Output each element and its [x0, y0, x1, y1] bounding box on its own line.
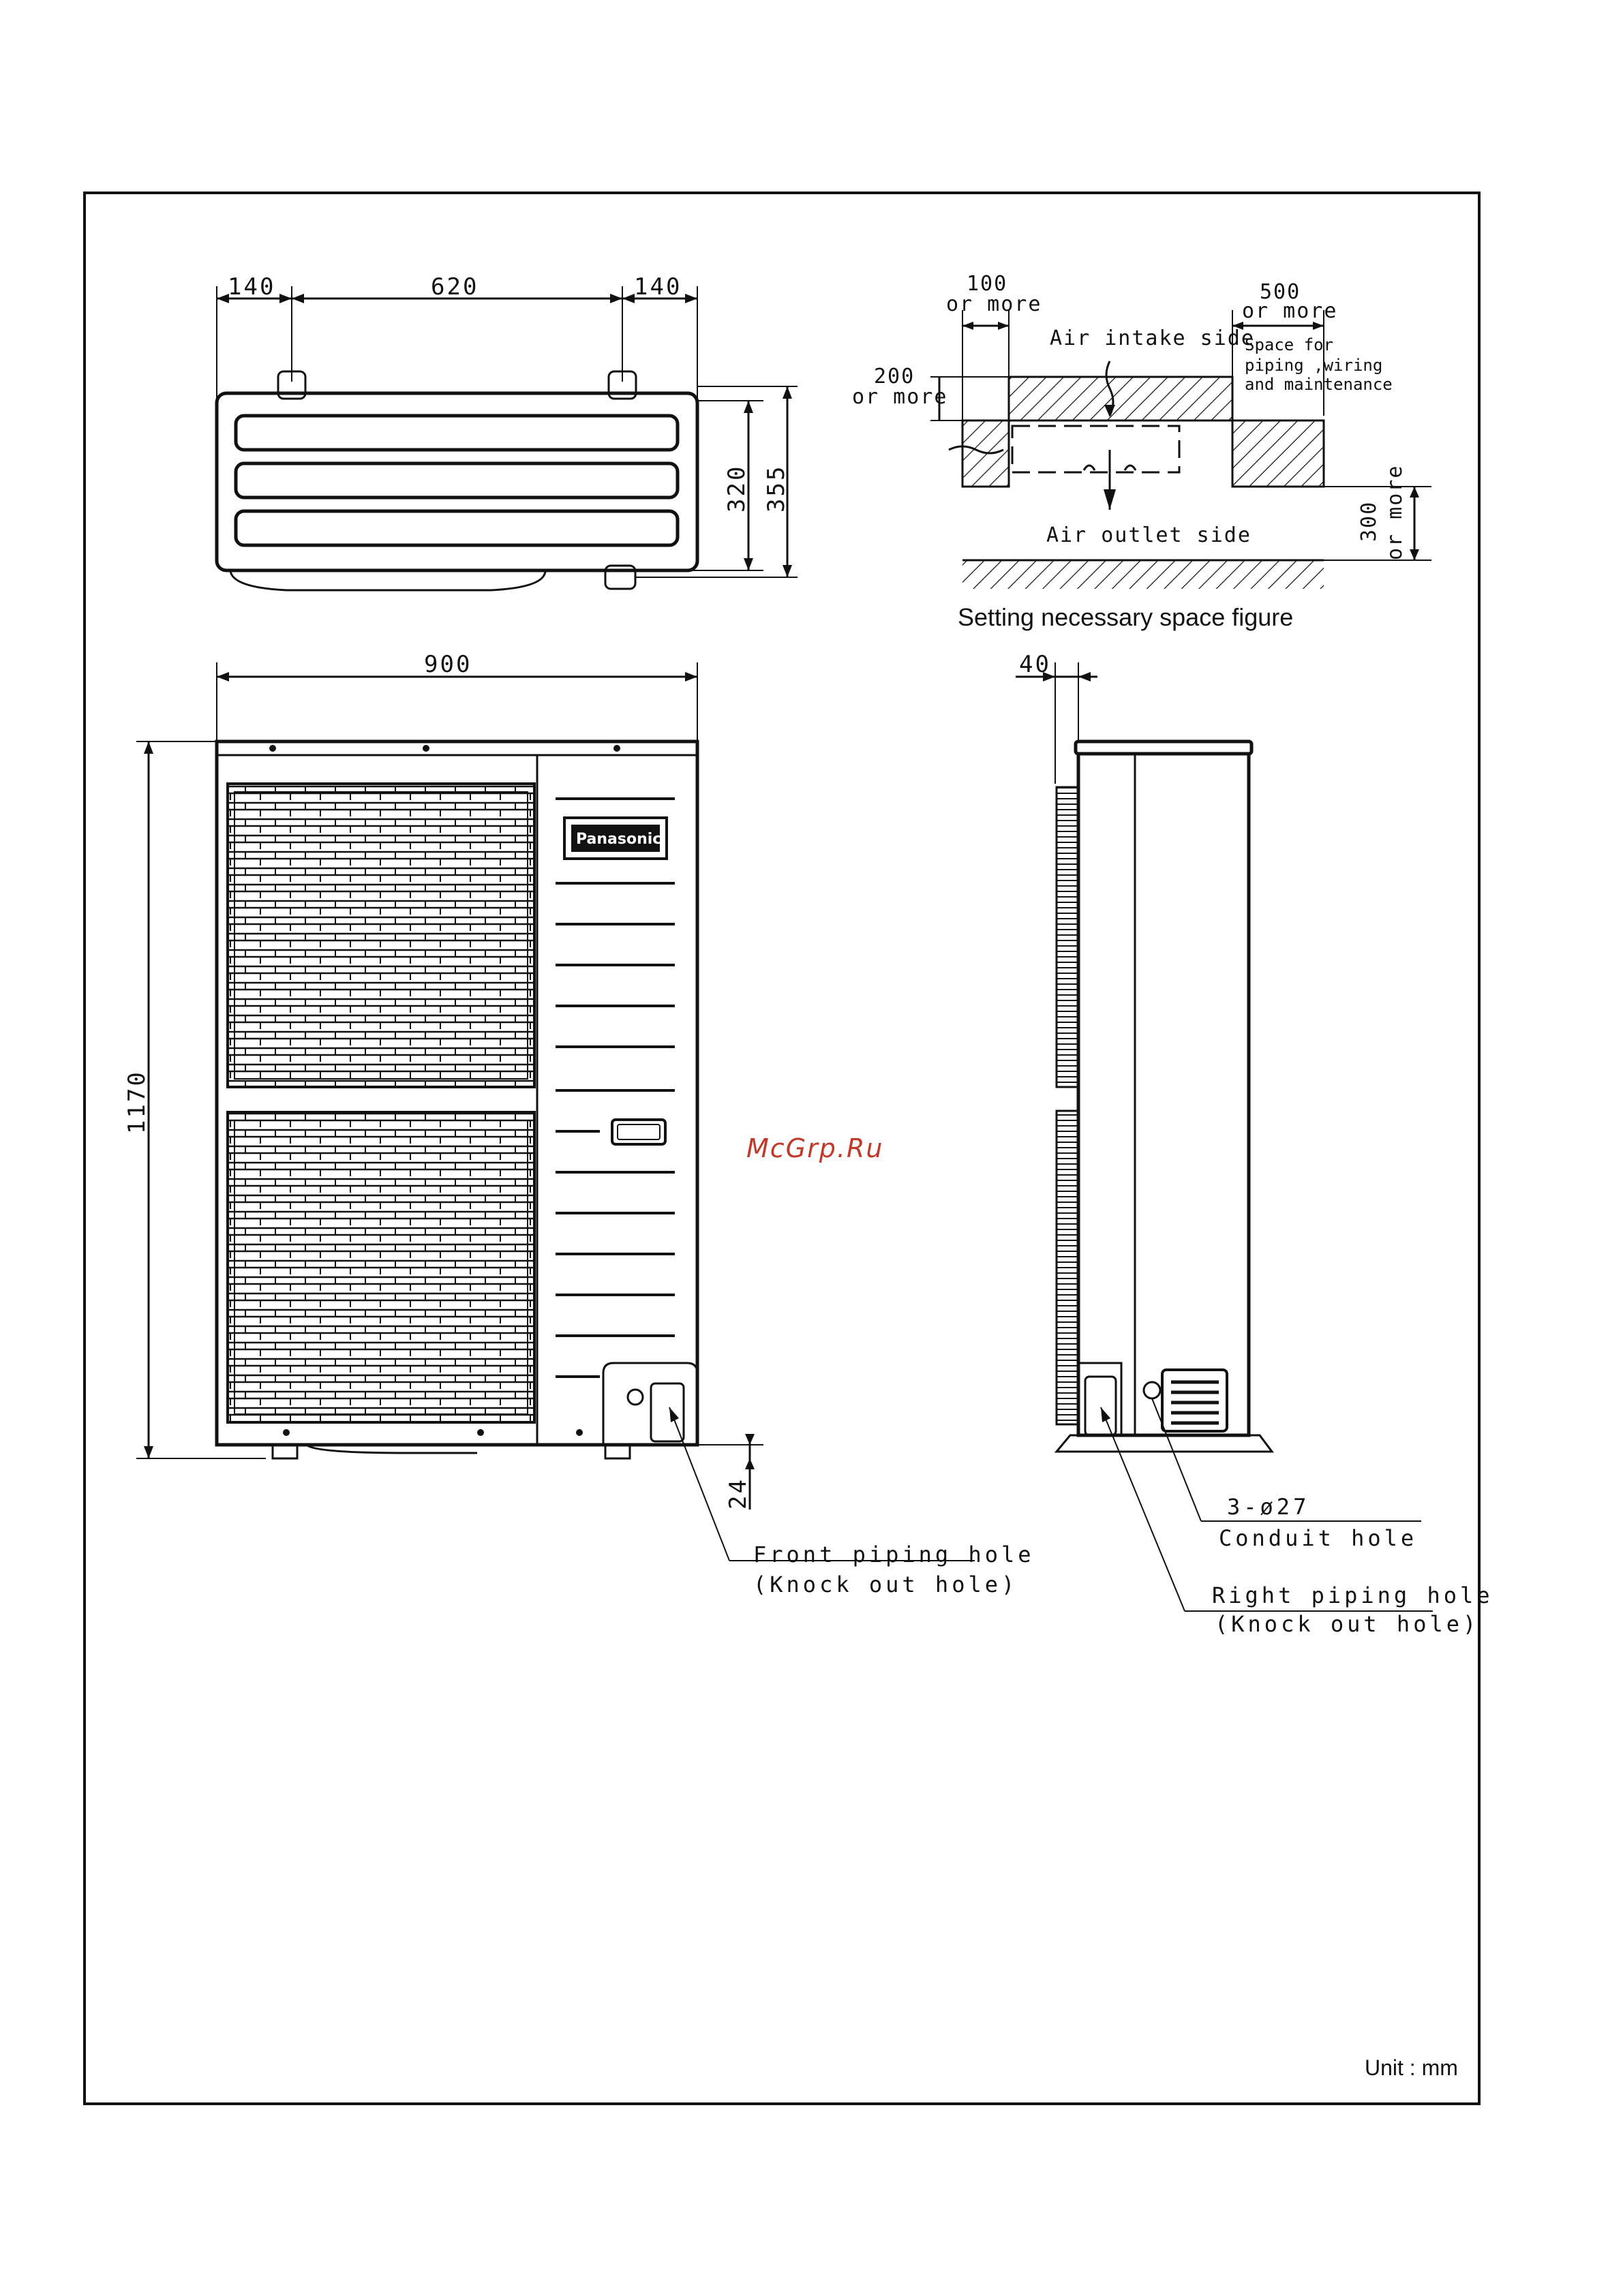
right-hole-label-line2: (Knock out hole)	[1215, 1611, 1479, 1637]
side-dim-top: 40	[1019, 651, 1051, 678]
right-clearance-suffix: or more	[1242, 299, 1337, 323]
top-dim-depth-outer: 355	[763, 465, 790, 512]
air-intake-label: Air intake side	[1050, 326, 1255, 350]
front-view: 900 1170	[123, 651, 1035, 1597]
air-outlet-label: Air outlet side	[1046, 523, 1252, 547]
space-figure: 100 or more 500 or more Air intake side …	[852, 272, 1431, 631]
unit-note: Unit : mm	[1365, 2055, 1458, 2080]
brand-text: Panasonic	[576, 831, 661, 848]
service-note-line3: and maintenance	[1245, 375, 1393, 394]
side-view: 40 3-ø27 Conduit hole Right pipi	[1016, 651, 1493, 1637]
service-note-line2: piping ,wiring	[1245, 356, 1382, 375]
top-dim-middle: 620	[431, 273, 479, 301]
conduit-label-line1: 3-ø27	[1227, 1494, 1309, 1520]
left-clearance-value: 100	[967, 272, 1007, 296]
left-clearance-suffix: or more	[946, 292, 1042, 316]
front-louvres	[556, 797, 675, 1378]
top-dim-right: 140	[634, 273, 682, 301]
conduit-label-line2: Conduit hole	[1219, 1525, 1417, 1551]
page-border	[83, 192, 1481, 2105]
service-note-line1: Space for	[1245, 335, 1333, 354]
front-hole-label-line2: (Knock out hole)	[753, 1572, 1018, 1597]
intake-clearance-suffix: or more	[852, 385, 947, 409]
front-dim-foot: 24	[725, 1478, 752, 1510]
top-dim-depth-inner: 320	[723, 465, 750, 512]
right-hole-label-line1: Right piping hole	[1212, 1582, 1493, 1608]
top-view: 140 620 140 320 355	[215, 273, 798, 592]
front-dim-width: 900	[424, 651, 472, 678]
outlet-clearance-suffix: or more	[1383, 465, 1407, 560]
intake-clearance-value: 200	[874, 365, 915, 388]
top-dim-left: 140	[228, 273, 275, 301]
front-hole-label-line1: Front piping hole	[753, 1542, 1035, 1567]
space-figure-caption: Setting necessary space figure	[958, 603, 1293, 631]
watermark: McGrp.Ru	[746, 1133, 883, 1163]
right-clearance-value: 500	[1260, 280, 1301, 304]
outlet-clearance-value: 300	[1357, 501, 1381, 542]
front-dim-height: 1170	[123, 1070, 151, 1134]
